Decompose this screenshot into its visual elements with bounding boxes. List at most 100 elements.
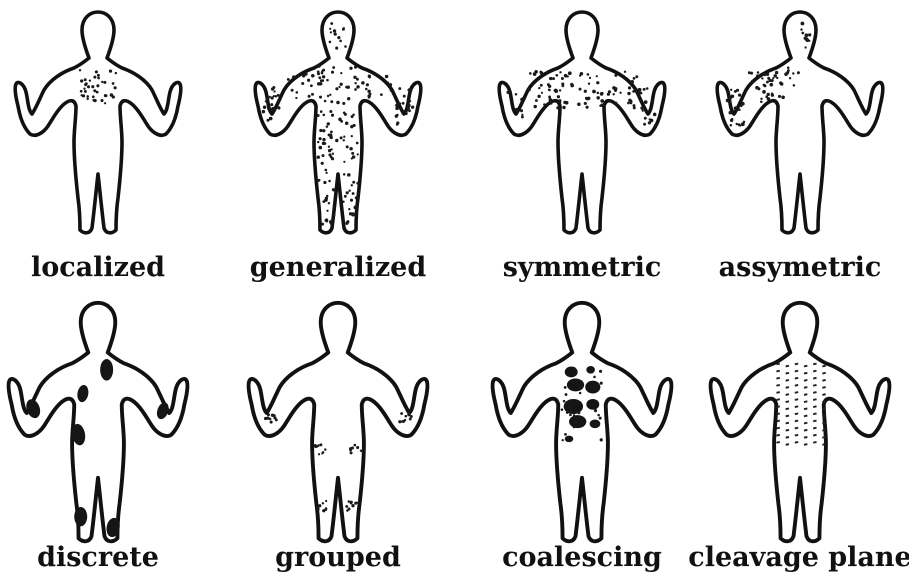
lesion-dot: [95, 70, 98, 73]
lesion-dot: [726, 99, 730, 103]
lesion-dot: [323, 114, 326, 117]
lesion-dot: [586, 106, 589, 109]
lesion-dot: [564, 433, 567, 436]
lesion-dot: [757, 87, 760, 90]
lesion-dot: [323, 181, 326, 184]
panel-localized: localized: [15, 12, 181, 283]
lesion-dot: [287, 78, 290, 81]
lesion-dot: [100, 99, 103, 102]
lesion-dot: [738, 108, 741, 111]
lesion-dot: [564, 386, 567, 389]
lesion-dot: [405, 112, 408, 115]
lesion-dot: [349, 67, 352, 70]
lesion-dot: [332, 153, 334, 155]
lesion-dot: [273, 90, 275, 92]
grouped-lesion: [314, 445, 317, 448]
panel-cleavage-plane: cleavage plane: [688, 303, 909, 573]
lesion-dot: [347, 86, 350, 89]
lesion-dot: [335, 47, 338, 50]
lesion-dot: [354, 88, 357, 91]
lesion-dot: [275, 95, 278, 98]
lesion-dot: [93, 99, 96, 102]
lesion-dot: [527, 88, 530, 91]
grouped-lesion: [324, 448, 326, 450]
lesion-dot: [556, 106, 559, 109]
grouped-lesion: [351, 504, 354, 507]
lesion-dot: [653, 113, 656, 116]
body-outline: [717, 12, 883, 233]
grouped-lesion: [346, 509, 349, 512]
lesion-dot: [320, 110, 323, 113]
lesion-dot: [356, 85, 360, 89]
coalescing-lesion: [569, 415, 586, 428]
lesion-dot: [301, 82, 304, 85]
panel-label: discrete: [37, 542, 159, 573]
lesion-dot: [643, 88, 646, 91]
grouped-lesion: [349, 448, 352, 451]
lesion-dot: [342, 28, 345, 31]
lesion-dot: [338, 86, 340, 88]
lesion-dot: [778, 95, 781, 98]
lesion-dot: [801, 22, 805, 26]
grouped-lesion: [320, 443, 323, 446]
lesion-dot: [596, 96, 599, 99]
lesion-dot: [319, 137, 322, 140]
lesion-dot: [751, 80, 754, 83]
lesion-dot: [396, 114, 399, 117]
lesion-dot: [615, 102, 617, 104]
lesion-dot: [586, 98, 589, 101]
lesion-dot: [367, 90, 370, 93]
lesion-dot: [326, 195, 329, 198]
lesion-dot: [637, 91, 641, 95]
grouped-lesion: [354, 444, 357, 447]
lesion-dot: [324, 219, 326, 221]
lesion-dot: [789, 77, 791, 79]
lesion-dot: [86, 95, 89, 98]
lesion-dot: [612, 93, 614, 95]
lesion-dot: [291, 89, 294, 92]
lesion-dot: [320, 79, 323, 82]
lesion-dot: [317, 72, 320, 75]
lesion-dot: [385, 75, 389, 79]
lesion-dot: [354, 66, 357, 69]
lesion-dot: [597, 384, 600, 387]
lesion-dot: [730, 89, 732, 91]
lesion-dot: [557, 95, 560, 98]
lesion-dot: [538, 87, 540, 89]
lesion-dot: [353, 124, 356, 127]
coalescing-lesion: [565, 436, 574, 442]
coalescing-lesion: [565, 367, 578, 378]
lesion-dot: [792, 72, 794, 74]
lesion-dot: [563, 400, 566, 403]
lesion-dot: [332, 66, 335, 69]
grouped-lesion: [350, 502, 353, 505]
lesion-dot: [342, 201, 344, 203]
grouped-lesion: [360, 450, 362, 452]
lesion-dot: [529, 72, 532, 75]
lesion-dot: [806, 38, 810, 42]
grouped-lesion: [317, 444, 319, 446]
lesion-dot: [266, 119, 269, 122]
lesion-dot: [329, 28, 331, 30]
panel-label: localized: [31, 252, 165, 283]
lesion-dot: [331, 114, 334, 117]
lesion-dot: [318, 76, 321, 79]
lesion-dot: [801, 32, 804, 35]
lesion-dot: [776, 77, 778, 79]
lesion-dot: [564, 74, 568, 78]
lesion-dot: [651, 99, 654, 102]
lesion-dot: [109, 70, 112, 73]
lesion-dot: [765, 95, 768, 98]
lesion-dot: [734, 90, 737, 93]
lesion-dot: [87, 85, 90, 88]
lesion-dot: [600, 382, 603, 385]
lesion-dot: [562, 439, 564, 441]
lesion-dot: [561, 408, 564, 411]
lesion-dot: [328, 146, 330, 148]
lesion-dot: [322, 129, 325, 132]
body-outline: [255, 12, 421, 233]
lesion-dot: [561, 77, 564, 80]
lesion-dot: [103, 81, 106, 84]
lesion-dot: [568, 406, 570, 408]
grouped-lesion: [350, 451, 353, 454]
